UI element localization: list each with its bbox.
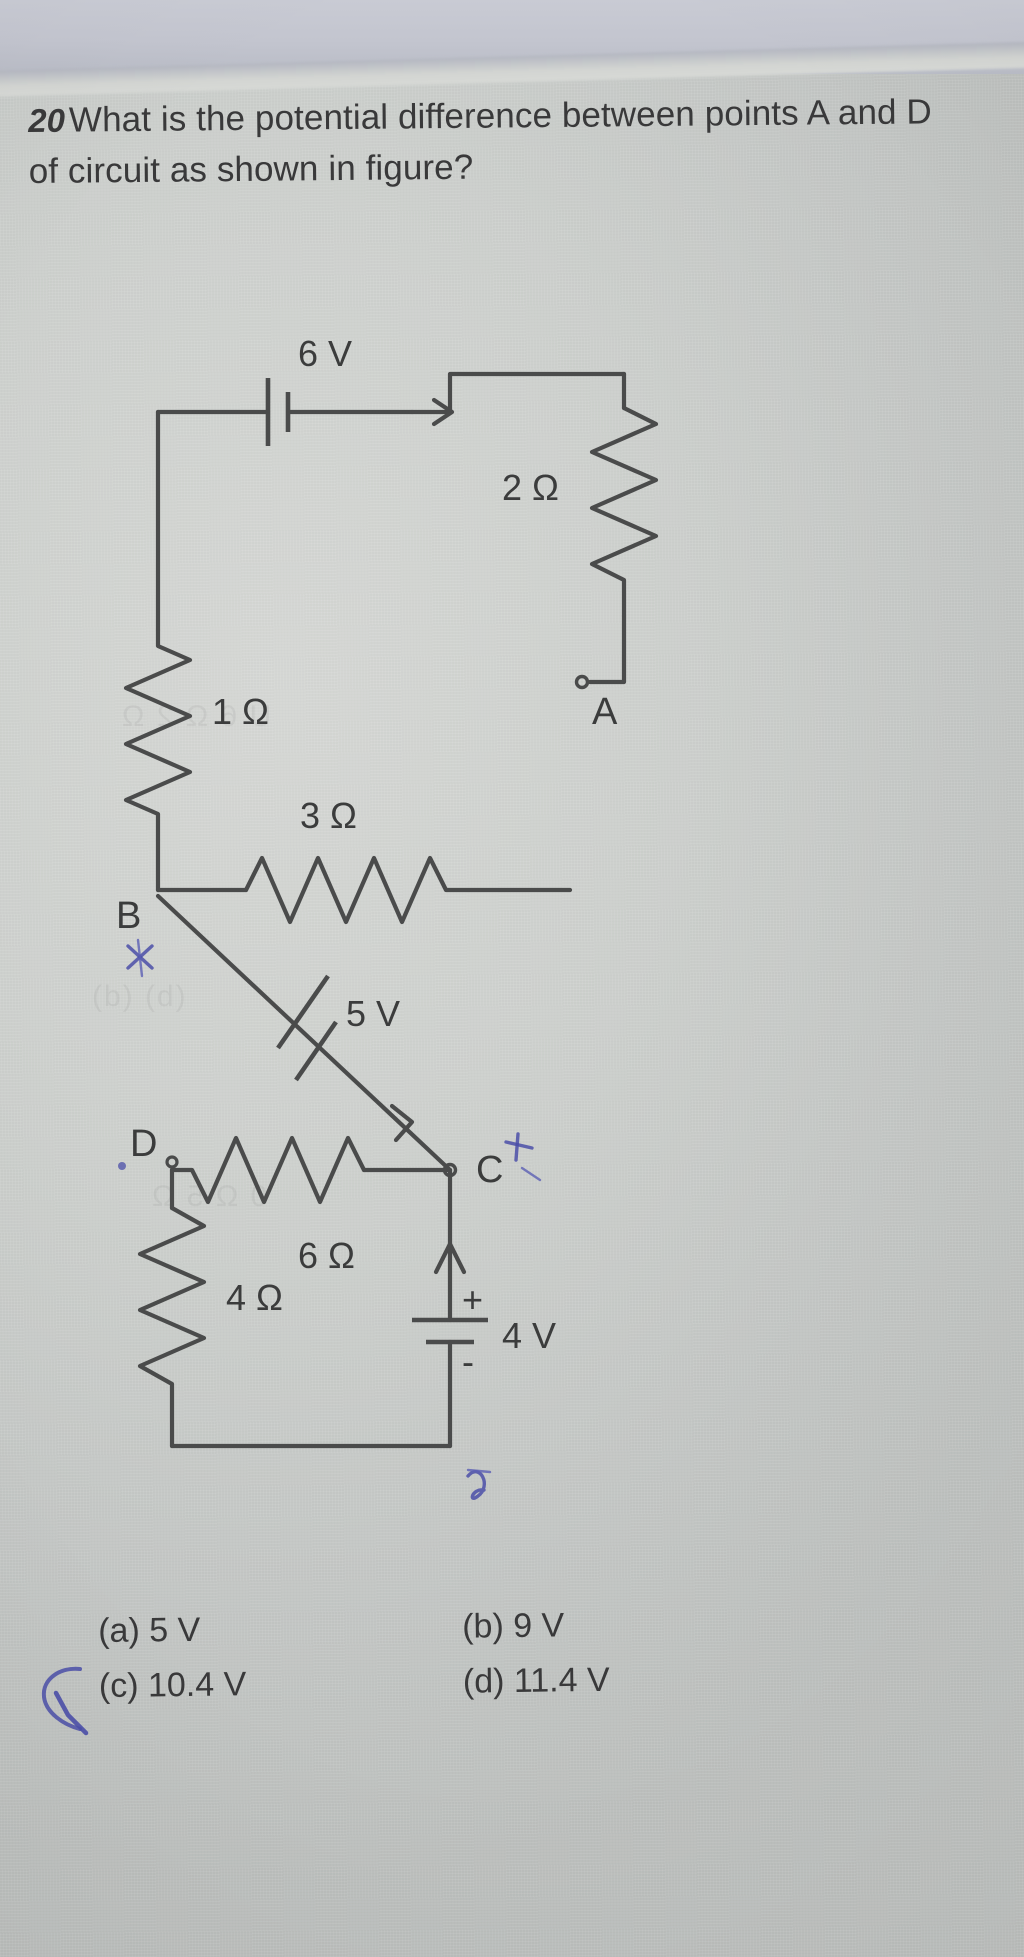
option-b[interactable]: (b) 9 V bbox=[461, 1606, 565, 1646]
circuit-figure: 6 V 2 Ω 3 Ω 1 Ω 5 V 4 V 6 Ω 4 Ω + - A B … bbox=[116, 300, 890, 1580]
label-1ohm: 1 Ω bbox=[212, 691, 269, 732]
pen-mark-c-icon bbox=[504, 1132, 542, 1182]
label-4v: 4 V bbox=[502, 1315, 556, 1356]
label-6v: 6 V bbox=[298, 333, 352, 374]
question-line-2: of circuit as shown in figure? bbox=[28, 147, 474, 191]
question-line-1: What is the potential difference between… bbox=[68, 92, 933, 140]
label-5v: 5 V bbox=[346, 993, 400, 1034]
option-d[interactable]: (d) 11.4 V bbox=[462, 1660, 610, 1701]
label-3ohm: 3 Ω bbox=[300, 795, 357, 836]
node-label-b: B bbox=[116, 895, 141, 937]
option-c[interactable]: (c) 10.4 V bbox=[98, 1665, 247, 1706]
label-2ohm: 2 Ω bbox=[502, 467, 559, 508]
pen-mark-b-icon bbox=[126, 938, 154, 978]
label-4ohm: 4 Ω bbox=[226, 1277, 283, 1318]
node-label-d: D bbox=[130, 1123, 157, 1165]
options-block: (a) 5 V (b) 9 V (c) 10.4 V (d) 11.4 V bbox=[20, 1601, 1001, 1723]
polarity-plus: + bbox=[462, 1279, 483, 1320]
pen-mark-4v-icon bbox=[466, 1468, 492, 1500]
polarity-minus: - bbox=[462, 1341, 474, 1382]
label-6ohm: 6 Ω bbox=[298, 1235, 355, 1276]
options-row-1: (a) 5 V (b) 9 V bbox=[20, 1601, 1000, 1652]
question-number: 20 bbox=[28, 101, 66, 139]
node-label-c: C bbox=[476, 1149, 503, 1191]
node-label-a: A bbox=[592, 691, 618, 733]
option-a[interactable]: (a) 5 V bbox=[97, 1610, 201, 1651]
options-row-2: (c) 10.4 V (d) 11.4 V bbox=[21, 1656, 1001, 1707]
pen-mark-d-icon bbox=[118, 1162, 126, 1170]
